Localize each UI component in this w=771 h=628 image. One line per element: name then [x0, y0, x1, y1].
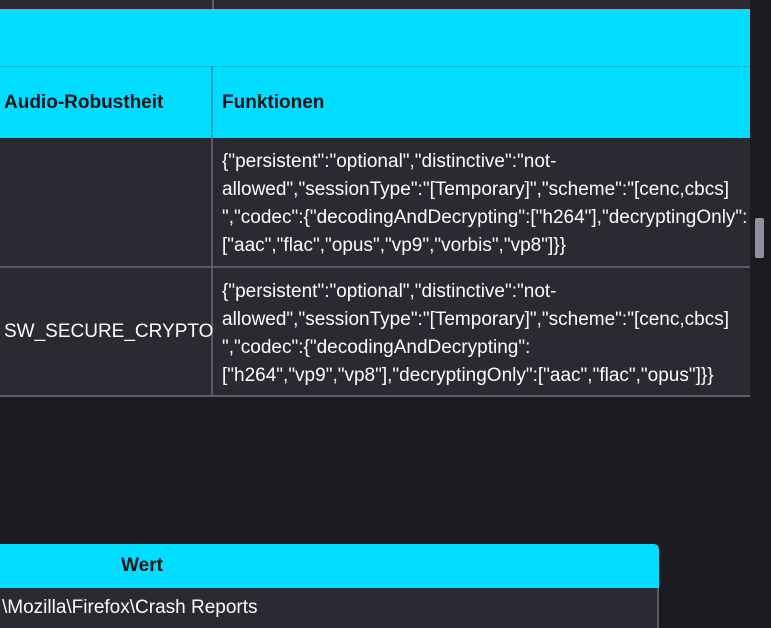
audio-robustness-cell — [0, 138, 213, 266]
table-row: SW_SECURE_CRYPTO {"persistent":"optional… — [0, 268, 750, 397]
capabilities-cell: {"persistent":"optional","distinctive":"… — [222, 151, 748, 256]
crash-reports-table: Wert \Mozilla\Firefox\Crash Reports — [0, 544, 659, 628]
table-header-row: Audio-Robustheit Funktionen — [0, 66, 750, 138]
header-capabilities: Funktionen — [222, 91, 325, 113]
table-row: {"persistent":"optional","distinctive":"… — [0, 138, 750, 268]
table-row: \Mozilla\Firefox\Crash Reports — [0, 588, 659, 628]
cdm-capabilities-table: Audio-Robustheit Funktionen {"persistent… — [0, 9, 750, 397]
column-divider — [212, 0, 214, 9]
table-caption-band — [0, 9, 750, 66]
table-header-row: Wert — [0, 544, 659, 588]
header-audio-robustness: Audio-Robustheit — [0, 67, 213, 138]
capabilities-cell: {"persistent":"optional","distinctive":"… — [222, 281, 729, 386]
scrollbar-thumb[interactable] — [755, 218, 764, 258]
vertical-scrollbar[interactable] — [750, 0, 771, 628]
header-value: Wert — [121, 555, 163, 576]
audio-robustness-cell: SW_SECURE_CRYPTO — [0, 268, 213, 395]
crash-reports-path: \Mozilla\Firefox\Crash Reports — [2, 597, 258, 618]
